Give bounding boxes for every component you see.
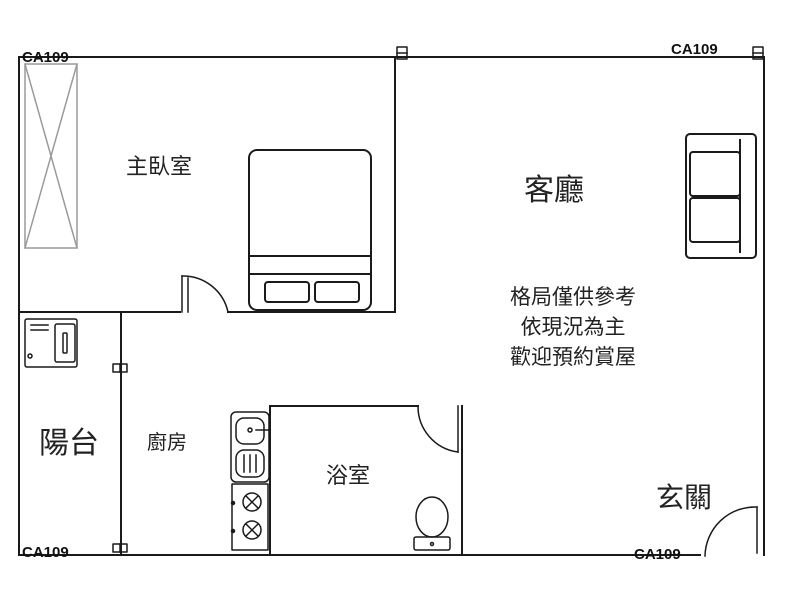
washing-machine [24,318,78,368]
living-room-label: 客廳 [524,173,584,208]
sofa [685,133,757,259]
code-bottom-left: CA109 [22,544,69,561]
note-line: 依現況為主 [520,315,626,339]
master-bedroom-label: 主臥室 [126,155,193,180]
stove [230,483,269,551]
bedroom-door [181,275,229,313]
notes-block: 格局僅供參考 依現況為主 歡迎預約賞屋 [488,282,658,372]
note-line: 歡迎預約賞屋 [510,345,636,369]
code-top-right: CA109 [671,41,718,58]
code-top-left: CA109 [22,49,69,66]
entrance-label: 玄關 [656,481,713,514]
wardrobe [24,63,78,249]
outer-walls [18,56,765,556]
bed [248,149,372,311]
code-bottom-right: CA109 [634,546,681,563]
bathroom-door [417,405,459,453]
interior-walls [18,56,463,556]
entrance-door [704,506,758,557]
balcony-label: 陽台 [39,426,99,461]
kitchen-sink [230,411,270,483]
kitchen-label: 廚房 [147,430,187,454]
post-markers [112,46,764,553]
note-line: 格局僅供參考 [510,285,636,309]
toilet [413,496,451,551]
bathroom-label: 浴室 [326,464,371,489]
